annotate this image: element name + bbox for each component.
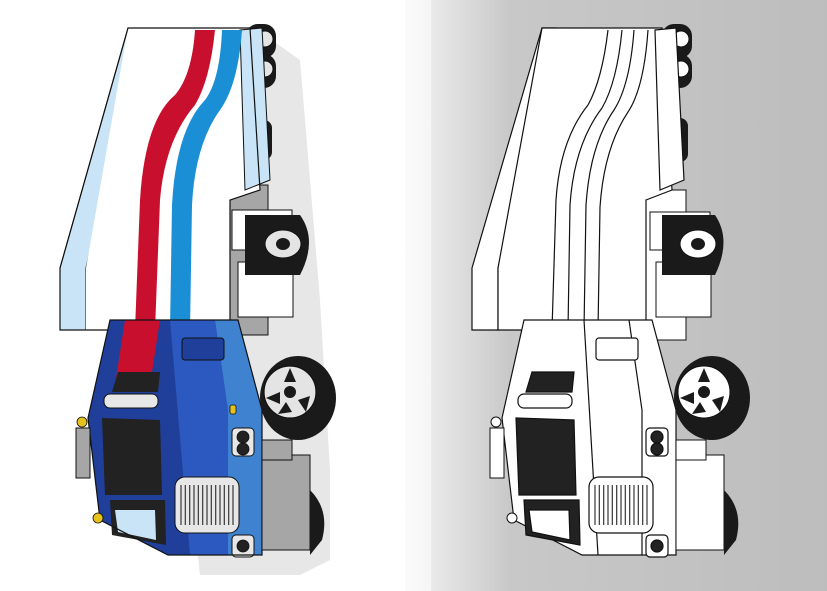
grille-bars — [594, 485, 648, 525]
mirrors-and-bumper — [75, 416, 311, 551]
headlights-upper — [231, 427, 255, 457]
trailer — [59, 27, 271, 331]
chassis-frame — [229, 184, 294, 336]
outline-middle-wheel — [662, 215, 724, 275]
front-wheel — [260, 356, 336, 440]
grille-bars — [180, 485, 234, 525]
cab — [87, 319, 263, 558]
outline-trailer — [471, 27, 685, 331]
lower-front-wheel — [310, 490, 325, 555]
outline-cab — [501, 319, 677, 558]
outline-mirrors — [489, 416, 725, 551]
outline-front-wheel — [674, 356, 750, 555]
middle-wheel — [245, 215, 309, 275]
headlights-lower — [231, 534, 255, 558]
